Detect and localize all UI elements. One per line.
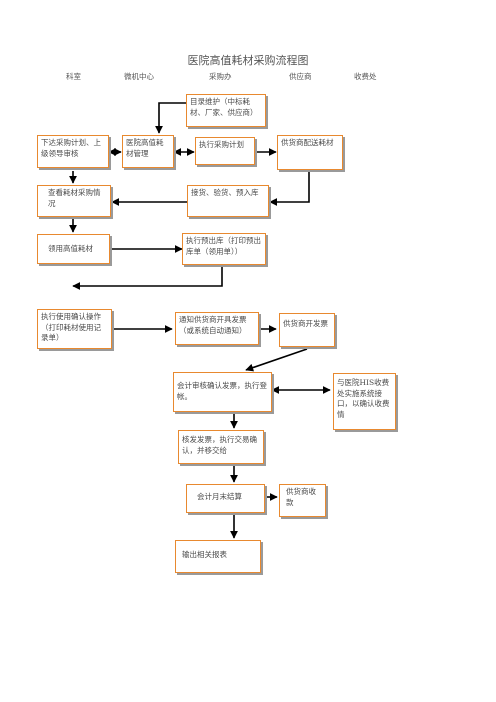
- arrow-supplier-to-receive: [269, 172, 310, 206]
- node-receive-inspect: 接货、验货、预入库: [187, 185, 269, 217]
- node-pre-outbound: 执行预出库（打印预出库单（领用单））: [182, 233, 266, 265]
- node-execute-purchase: 执行采购计划: [195, 137, 255, 165]
- node-supplier-delivery: 供货商配送耗材: [277, 135, 343, 170]
- node-query-purchase-status: 查看耗材采购情况: [37, 185, 111, 217]
- node-supplier-invoice: 供货商开发票: [279, 313, 335, 347]
- node-catalog-maintenance: 目录维护（中标耗材、厂家、供应商）: [186, 94, 266, 127]
- node-collect-consumables: 领用高值耗材: [37, 234, 110, 264]
- column-header-supplier: 供应商: [289, 72, 312, 81]
- node-plan-approval: 下达采购计划、上级领导审核: [37, 135, 109, 168]
- column-header-purchasing: 采购办: [209, 72, 232, 81]
- node-supplier-receive-payment: 供货商收款: [279, 484, 326, 517]
- node-output-reports: 输出相关报表: [175, 540, 261, 573]
- node-confirm-use: 执行使用确认操作（打印耗材使用记录单）: [37, 309, 112, 349]
- node-audit-invoice: 会计审核确认发票，执行登帐。: [173, 372, 272, 412]
- column-header-billing: 收费处: [354, 72, 377, 81]
- page-title: 医院高值耗材采购流程图: [187, 54, 309, 67]
- node-hospital-management: 医院高值耗材管理: [122, 135, 174, 168]
- node-notify-invoice: 通知供货商开具发票（或系统自动通知）: [175, 312, 259, 345]
- arrow-invoice-to-audit: [245, 348, 308, 372]
- arrow-catalog-to-management: [155, 102, 186, 134]
- node-verify-invoice: 核发发票，执行交易确认，并移交给: [178, 430, 264, 464]
- column-header-department: 科室: [66, 72, 81, 81]
- column-header-it-center: 微机中心: [124, 72, 154, 81]
- node-his-interface: 与医院HIS收费处实施系统接口，以确认收费情: [333, 373, 396, 430]
- arrow-preoutbound-to-confirm: [72, 265, 223, 290]
- node-month-end-settlement: 会计月末结算: [186, 484, 265, 513]
